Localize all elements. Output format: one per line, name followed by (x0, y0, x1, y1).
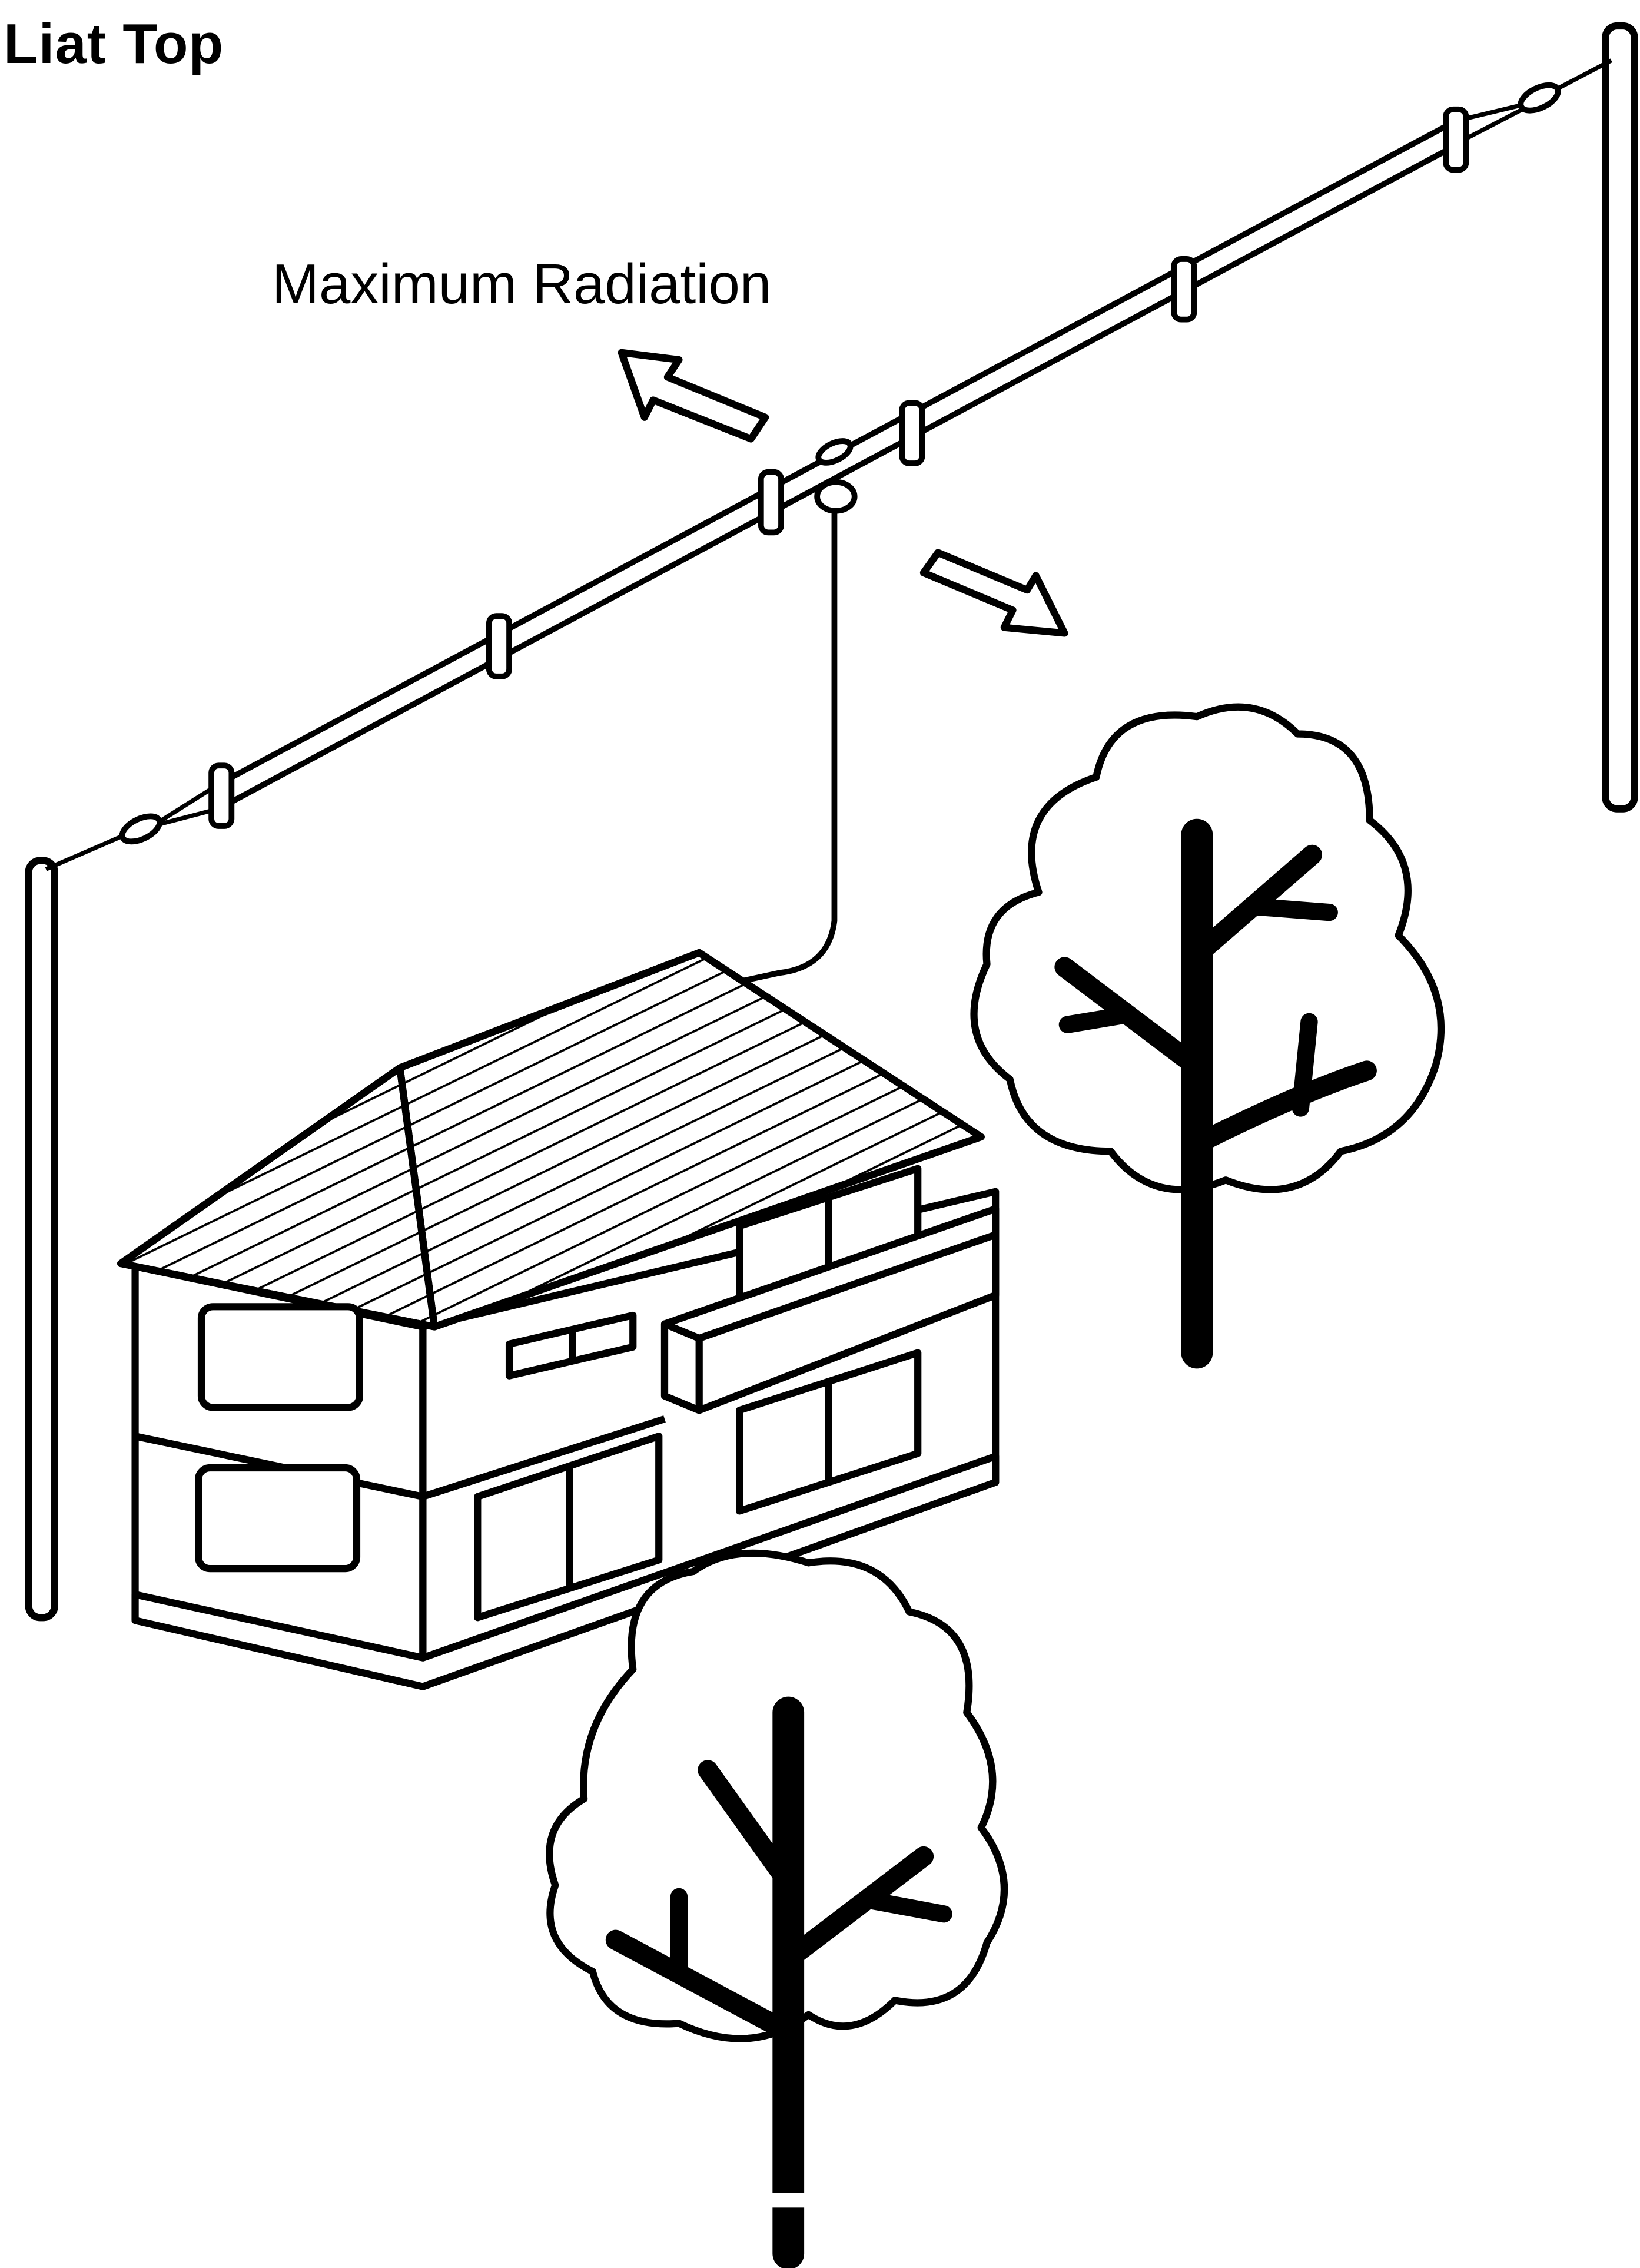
tree-right (974, 707, 1441, 1353)
right-end-insulator (1517, 80, 1562, 116)
maximum-radiation-label: Maximum Radiation (272, 252, 771, 317)
radiation-arrow-right (924, 553, 1065, 634)
left-pole (29, 861, 55, 1618)
diagram-title: Liat Top (4, 12, 224, 77)
radiation-arrow-left (622, 353, 765, 439)
right-pole (1606, 26, 1635, 809)
feed-line (739, 511, 834, 982)
tree-front (549, 1553, 1004, 2254)
left-end-insulator (118, 811, 164, 847)
